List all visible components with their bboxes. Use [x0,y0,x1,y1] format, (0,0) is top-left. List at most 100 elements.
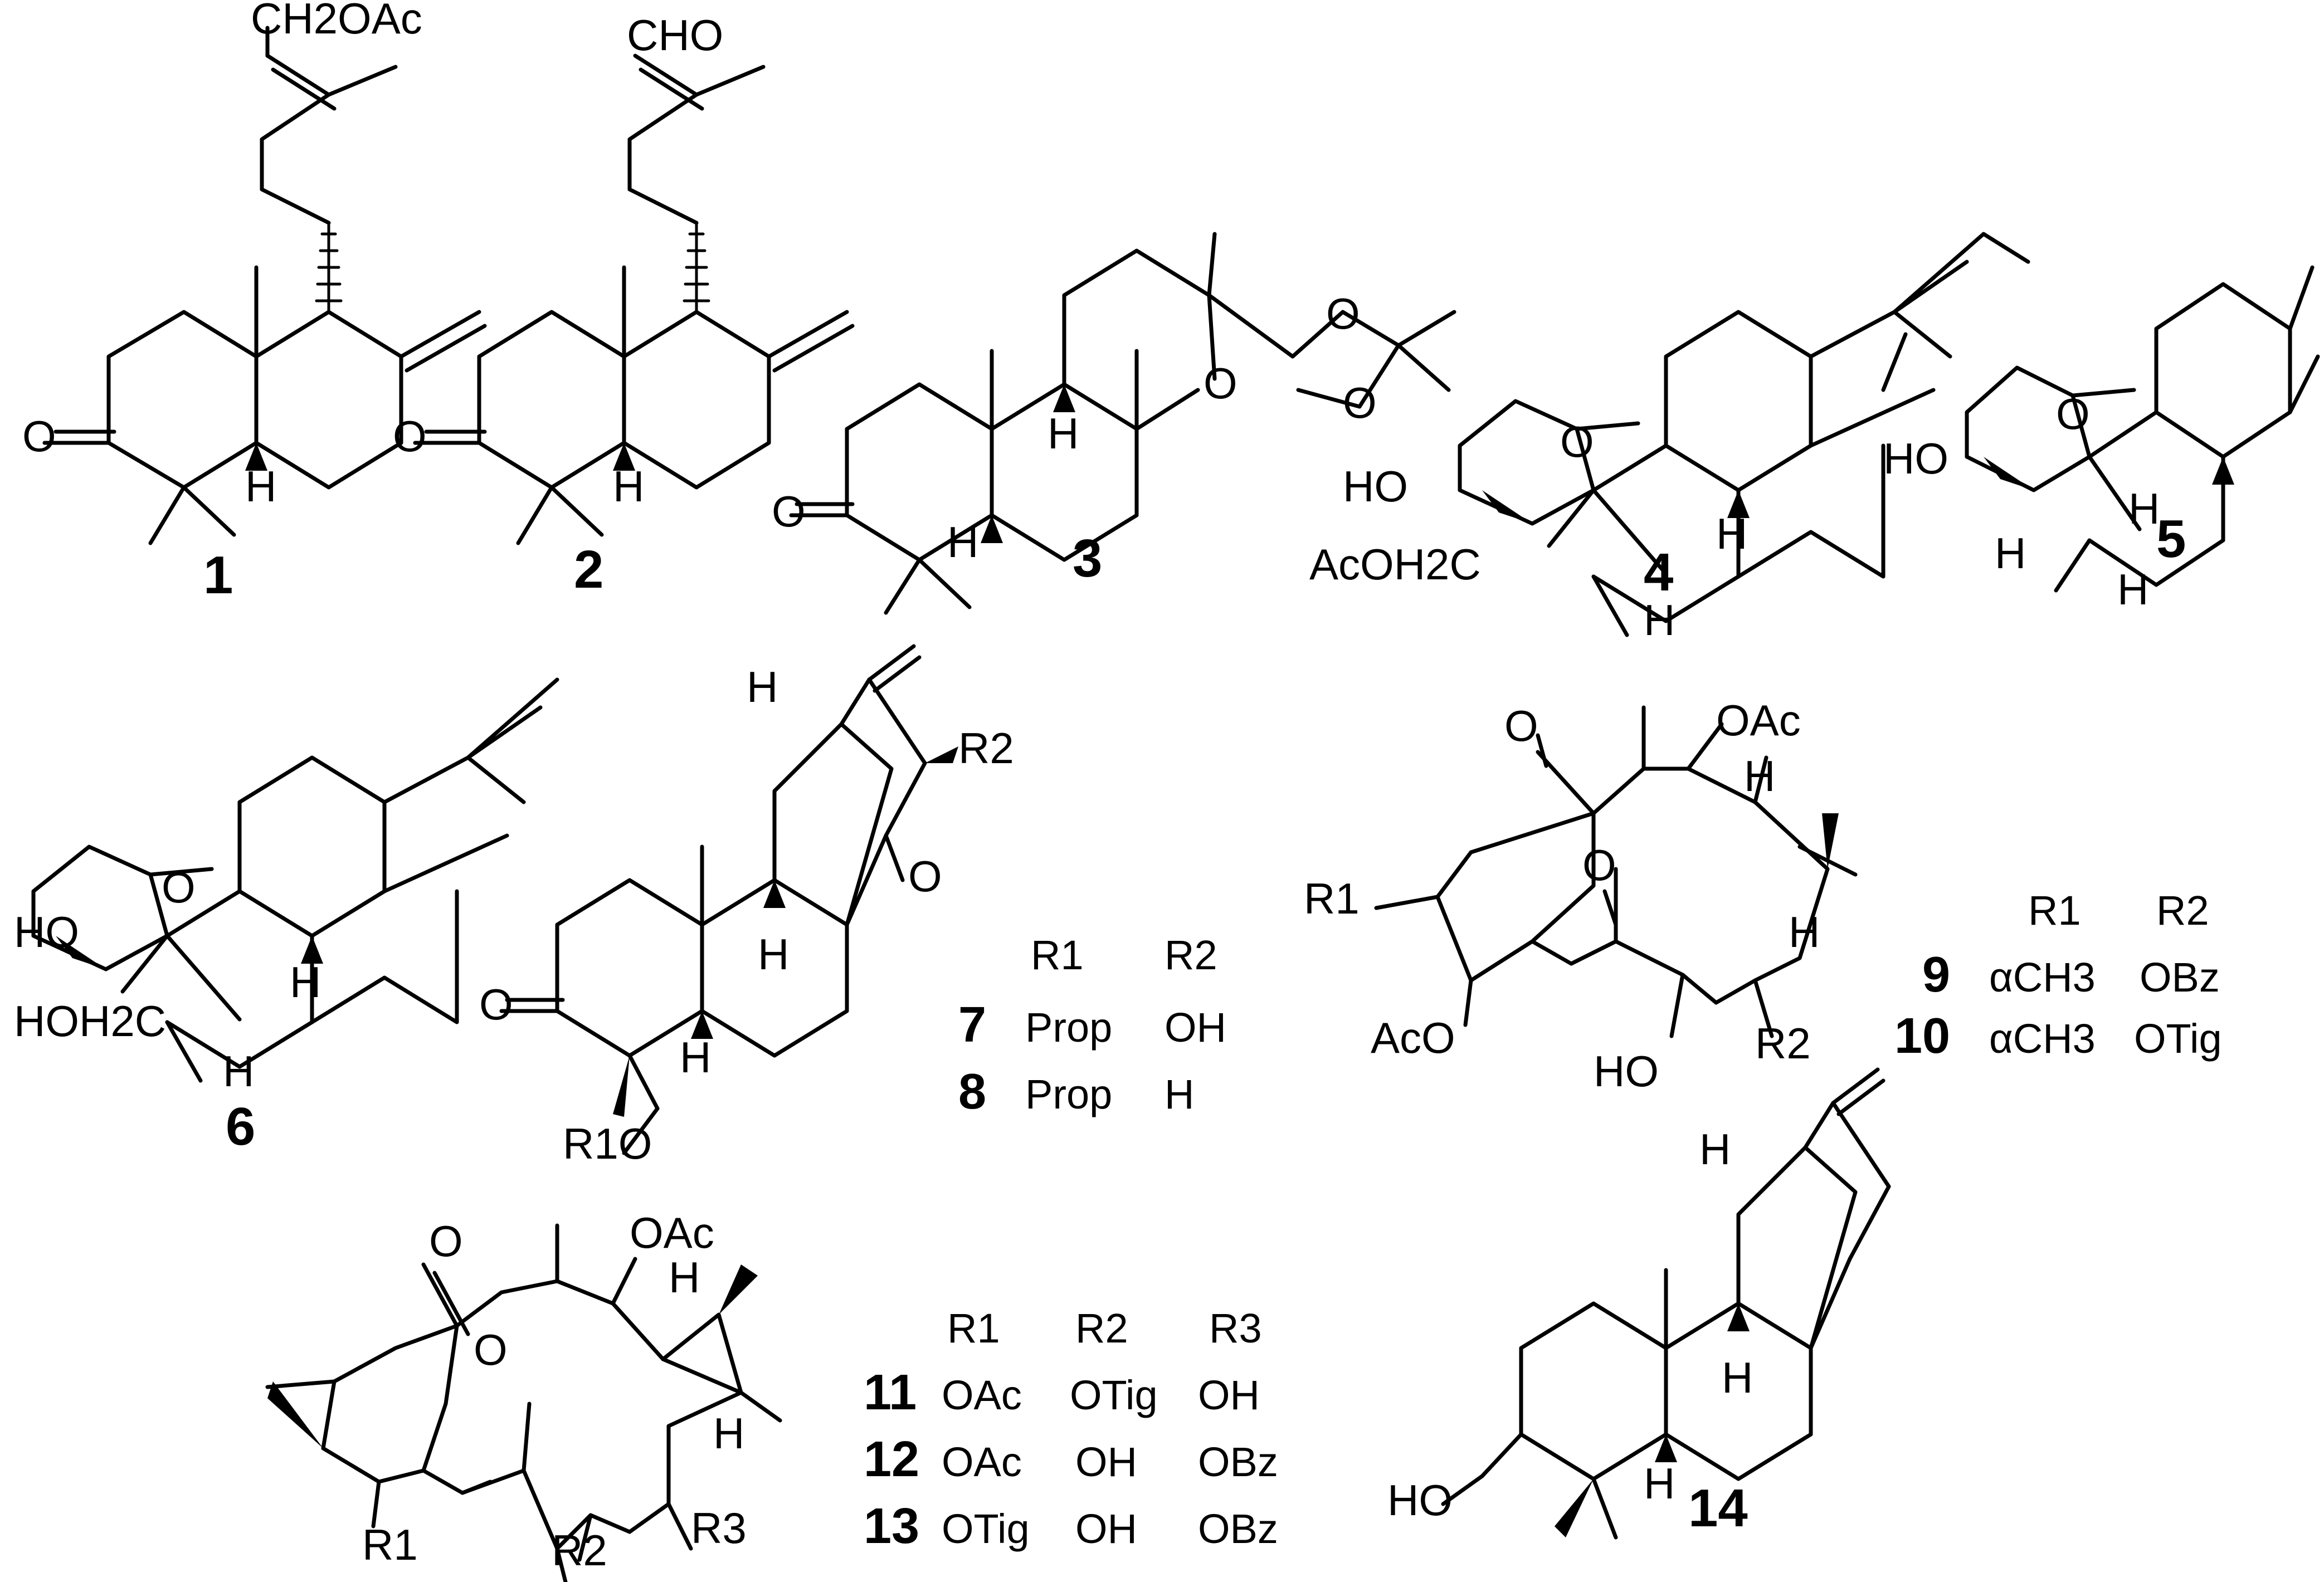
c7-h-label-2: H [680,1033,711,1082]
table-11-13-row-11-id: 11 [864,1365,917,1420]
c4-acoh2c-label: AcOH2C [1309,540,1481,589]
c2-cho-label: CHO [627,11,723,60]
c3-ring-oxygen: O [1204,359,1237,408]
c4-h-label-2: H [1644,595,1675,644]
c7-h-label-1: H [758,930,789,979]
table-11-13-row-13-r2: OH [1075,1506,1137,1552]
table-11-13-row-13-id: 13 [864,1498,919,1554]
c9-ketone-oxygen: O [1504,701,1538,750]
c7-ketone-oxygen: O [908,852,942,901]
c3-dioxolane-o1: O [1326,289,1360,338]
table-11-13: R1 R2 R3 11 OAc OTig OH 12 OAc OH OBz 13… [864,1305,1278,1554]
compound-7-8-structure [499,644,958,1155]
table-11-13-row-12-id: 12 [864,1432,919,1487]
c14-h-label-2: H [1644,1459,1675,1508]
table-11-13-row-13-r1: OTig [942,1506,1030,1552]
c4-ho-label: HO [1343,462,1408,511]
c5-oxygen-bridge: O [2056,389,2090,438]
c4-h-label-1: H [1716,509,1747,558]
c11-h-label-1: H [669,1253,700,1302]
c3-dioxolane-o2: O [1343,378,1377,427]
compound-4-label: 4 [1644,543,1673,602]
table-11-13-row-13-r3: OBz [1198,1506,1278,1552]
table-9-10-row-10-r2: OTig [2134,1015,2222,1062]
table-11-13-header-r3: R3 [1209,1305,1262,1351]
c6-h-label-2: H [223,1047,254,1096]
compound-1-structure [42,26,487,545]
table-7-8-row-8-r2: H [1165,1071,1194,1117]
compound-3-label: 3 [1073,529,1102,588]
c6-hoh2c-label: HOH2C [14,997,166,1046]
table-9-10: R1 R2 9 αCH3 OBz 10 αCH3 OTig [1894,887,2222,1064]
compound-6-label: 6 [226,1097,255,1156]
c6-h-label-1: H [290,958,321,1007]
compound-4-structure [1458,232,2030,637]
compound-2-structure [413,53,855,545]
compound-14-label: 14 [1688,1478,1748,1538]
c7-ketone-oxygen-2: O [479,980,513,1029]
compound-11-13-structure [265,1223,782,1582]
c9-oac-label: OAc [1716,696,1801,745]
c3-ketone-oxygen: O [772,487,806,536]
table-7-8-header-r2: R2 [1165,932,1217,978]
c2-ketone-oxygen: O [393,412,427,461]
c11-r1-label: R1 [362,1520,418,1569]
c9-r1-label: R1 [1304,874,1360,923]
table-7-8-header-r1: R1 [1031,932,1084,978]
table-11-13-header-r1: R1 [947,1305,1000,1351]
table-9-10-header-r2: R2 [2156,887,2209,934]
c14-h-label-top: H [1699,1125,1731,1174]
table-7-8-row-8-r1: Prop [1025,1071,1112,1117]
table-7-8-row-7-r2: OH [1165,1004,1226,1051]
c14-h-label-1: H [1722,1353,1753,1402]
compound-2-label: 2 [574,540,603,599]
table-11-13-row-11-r2: OTig [1070,1372,1158,1418]
c7-r2-label: R2 [958,724,1014,773]
c11-r3-label: R3 [691,1503,747,1552]
table-11-13-row-12-r2: OH [1075,1439,1137,1485]
table-9-10-row-10-id: 10 [1894,1008,1950,1064]
table-9-10-row-9-r1: αCH3 [1989,954,2096,1000]
compound-5-structure [1965,265,2320,593]
c6-ho-label: HO [14,907,79,956]
table-9-10-row-10-r1: αCH3 [1989,1015,2096,1062]
compound-14-structure [1441,1067,1891,1540]
c3-h-label-2: H [947,517,978,567]
c5-h-label-2: H [1995,529,2026,578]
table-11-13-row-12-r3: OBz [1198,1439,1278,1485]
c9-aco-label: AcO [1371,1013,1455,1062]
table-11-13-row-11-r3: OH [1198,1372,1260,1418]
c9-r2-label: R2 [1755,1019,1811,1068]
c7-h-label-top: H [747,662,778,711]
table-11-13-header-r2: R2 [1075,1305,1128,1351]
c1-h-label: H [245,462,276,511]
c1-ch2oac-label: CH2OAc [251,0,422,43]
table-9-10-row-9-r2: OBz [2140,954,2220,1000]
compound-3-structure [789,232,1456,615]
c11-ketone-oxygen: O [429,1217,463,1266]
c11-r2-label: R2 [552,1526,607,1575]
c9-h-label-2: H [1789,907,1820,956]
c11-h-label-2: H [713,1409,744,1458]
compound-5-label: 5 [2156,509,2186,569]
compound-9-10-structure [1374,705,1858,1038]
compound-1-label: 1 [203,545,233,605]
table-9-10-row-9-id: 9 [1922,947,1950,1003]
c9-ho-label: HO [1594,1047,1659,1096]
c2-h-label: H [613,462,644,511]
table-7-8-row-7-r1: Prop [1025,1004,1112,1051]
table-7-8-row-8-id: 8 [958,1064,986,1120]
c11-epoxide-oxygen: O [474,1325,508,1374]
c1-ketone-oxygen: O [22,412,56,461]
c4-oxygen-bridge: O [1560,417,1594,466]
c6-oxygen-bridge: O [162,863,196,912]
c5-ho-label: HO [1883,434,1948,483]
table-7-8-row-7-id: 7 [958,997,986,1053]
c7-r1o-label: R1O [563,1119,652,1168]
table-11-13-row-12-r1: OAc [942,1439,1022,1485]
c11-oac-label: OAc [630,1208,714,1257]
table-11-13-row-11-r1: OAc [942,1372,1022,1418]
compound-6-structure [31,677,559,1083]
table-9-10-header-r1: R1 [2028,887,2081,934]
